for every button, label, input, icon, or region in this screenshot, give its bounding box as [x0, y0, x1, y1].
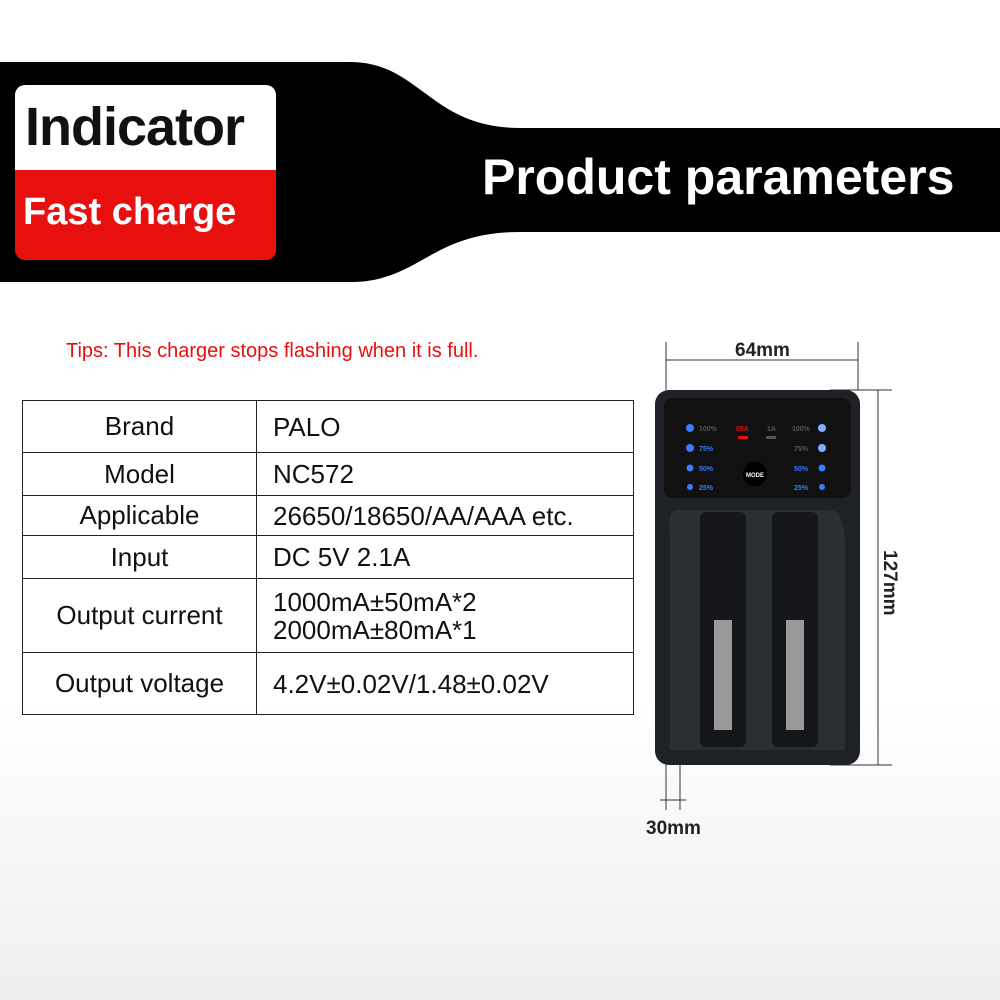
spec-value: 1000mA±50mA*2 — [273, 586, 477, 617]
current-label-b: 1A — [767, 426, 776, 433]
spec-value: PALO — [256, 400, 634, 453]
spec-label: Input — [22, 535, 257, 579]
spec-label: Output voltage — [22, 652, 257, 715]
spec-value: NC572 — [256, 452, 634, 496]
tips-text: Tips: This charger stops flashing when i… — [66, 340, 479, 362]
spec-value-2: 2000mA±80mA*1 — [273, 614, 477, 645]
mode-label: MODE — [746, 473, 764, 479]
current-label-a: 05A — [736, 426, 749, 433]
height-dimension: 127mm — [879, 550, 900, 616]
spec-label: Model — [22, 452, 257, 496]
indicator-badge: Indicator Fast charge — [15, 85, 276, 260]
indicator-label: Indicator — [15, 85, 276, 170]
depth-dimension: 30mm — [646, 818, 701, 839]
spec-label: Output current — [22, 578, 257, 653]
spec-value: DC 5V 2.1A — [256, 535, 634, 579]
level-label: 50% — [699, 466, 714, 473]
spec-label: Applicable — [22, 495, 257, 536]
level-label: 100% — [699, 426, 718, 433]
page-title: Product parameters — [482, 149, 955, 205]
spec-value: 26650/18650/AA/AAA etc. — [256, 495, 634, 536]
level-label: 75% — [699, 446, 714, 453]
level-label: 25% — [794, 485, 809, 492]
width-dimension: 64mm — [735, 340, 790, 361]
spec-value: 4.2V±0.02V/1.48±0.02V — [256, 652, 634, 715]
level-label: 25% — [699, 485, 714, 492]
mode-button — [743, 462, 767, 486]
level-label: 75% — [794, 446, 809, 453]
level-label: 100% — [792, 426, 811, 433]
charger-illustration: 64mm 127mm 30mm 100% 75% 50% 25% 100% 75… — [646, 340, 900, 839]
spec-label: Brand — [22, 400, 257, 453]
fast-charge-label: Fast charge — [15, 170, 276, 260]
level-label: 50% — [794, 466, 809, 473]
